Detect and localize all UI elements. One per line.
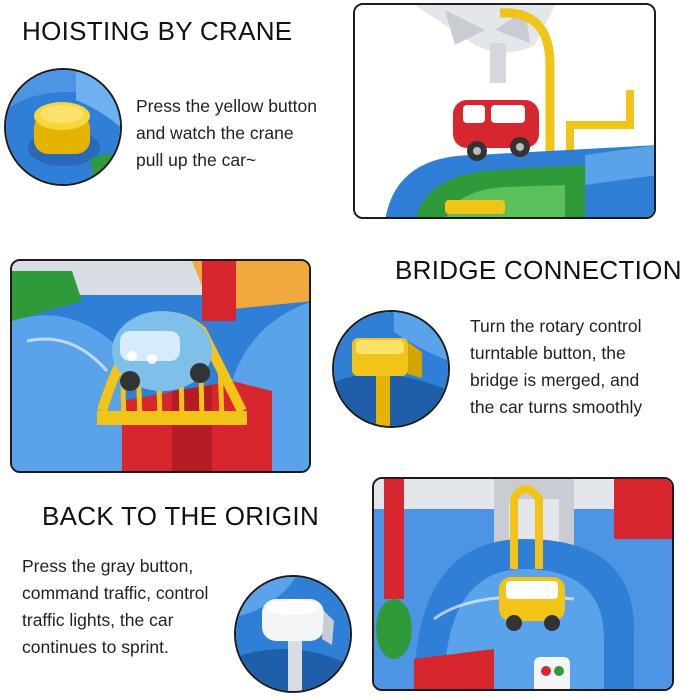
rotary-knob-icon — [334, 312, 448, 426]
section-2-line-4: the car turns smoothly — [470, 397, 643, 417]
section-1-text: Press the yellow button and watch the cr… — [136, 93, 317, 174]
section-3-text: Press the gray button, command traffic, … — [22, 553, 208, 661]
gray-button-closeup — [234, 575, 352, 693]
section-1-line-3: pull up the car~ — [136, 150, 257, 170]
section-3-line-1: Press the gray button, — [22, 556, 194, 576]
section-3-line-2: command traffic, control — [22, 583, 209, 603]
yellow-button-icon — [6, 70, 120, 184]
crane-scene-image — [355, 5, 654, 217]
section-2-line-3: bridge is merged, and — [470, 370, 640, 390]
section-1-title: HOISTING BY CRANE — [22, 16, 293, 46]
section-2-line-2: turntable button, the — [470, 343, 626, 363]
origin-scene-image — [374, 479, 672, 689]
section-2-line-1: Turn the rotary control — [470, 316, 642, 336]
section-3-title: BACK TO THE ORIGIN — [42, 501, 320, 531]
crane-photo — [353, 3, 656, 219]
section-3-line-3: traffic lights, the car — [22, 610, 174, 630]
section-1-line-1: Press the yellow button — [136, 96, 317, 116]
rotary-knob-closeup — [332, 310, 450, 428]
section-2-text: Turn the rotary control turntable button… — [470, 313, 642, 421]
section-3-line-4: continues to sprint. — [22, 637, 169, 657]
section-1-line-2: and watch the crane — [136, 123, 294, 143]
bridge-scene-image — [12, 261, 309, 471]
origin-photo — [372, 477, 674, 691]
section-2-title: BRIDGE CONNECTION — [395, 255, 682, 285]
bridge-photo — [10, 259, 311, 473]
yellow-button-closeup — [4, 68, 122, 186]
gray-button-icon — [236, 577, 350, 691]
